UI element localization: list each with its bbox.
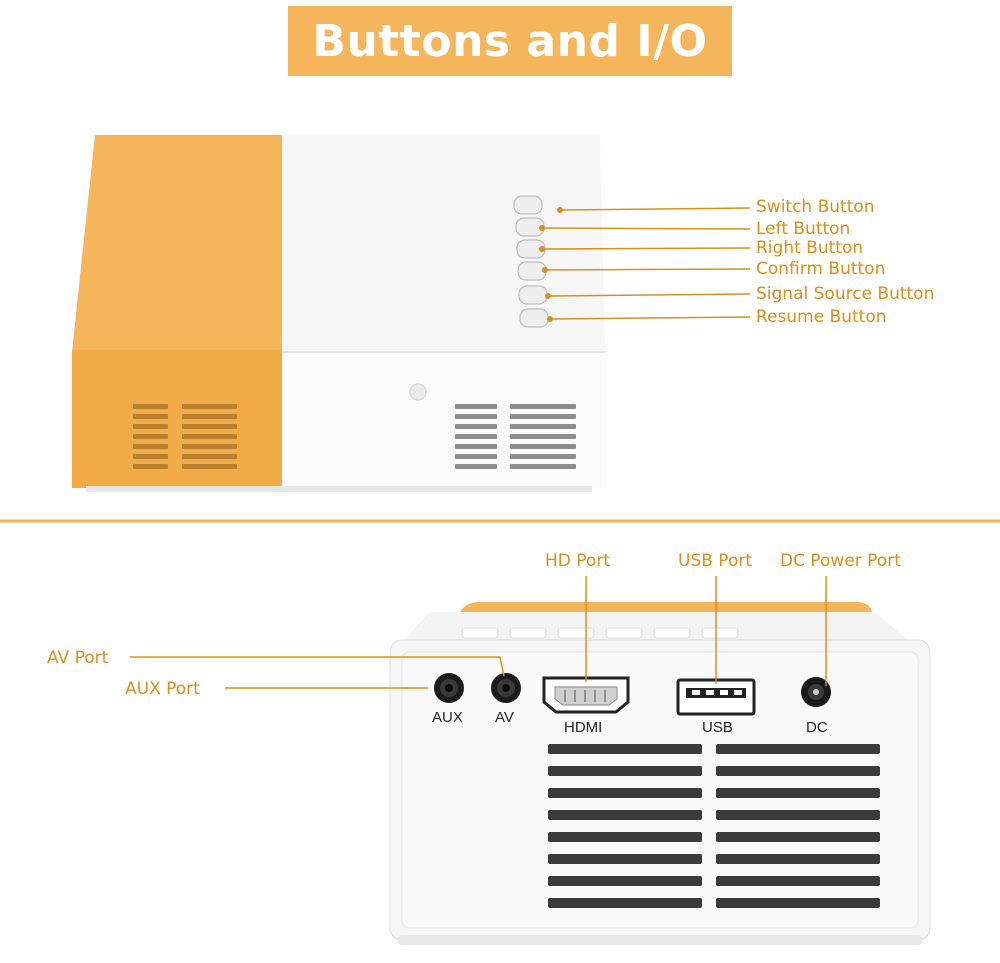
av-jack [491,673,521,703]
confirm-button-label: Confirm Button [756,259,886,279]
signal-source-button-shape [518,285,548,305]
title-banner: Buttons and I/O [288,6,732,76]
resume-button-label: Resume Button [756,307,887,327]
dc-power-port-label: DC Power Port [780,551,901,571]
aux-port-label: AUX Port [125,679,200,699]
right-button-label: Right Button [756,238,864,258]
usb-port [676,678,756,716]
hd-port-label: HD Port [545,551,610,571]
rear-vent-grille [548,744,880,908]
projector-rear-view [130,576,931,945]
dc-jack [801,677,831,707]
av-port-label: AV Port [47,648,109,668]
vent-grille-left [133,404,237,469]
left-button-label: Left Button [756,219,851,239]
usb-port-label: USB Port [678,551,753,571]
resume-button-shape [519,308,549,328]
hdmi-port [542,676,630,714]
aux-panel-label: AUX [432,709,463,726]
hdmi-panel-label: HDMI [564,719,603,736]
dc-panel-label: DC [806,719,828,736]
confirm-button-shape [517,261,547,281]
usb-panel-label: USB [702,719,733,736]
av-panel-label: AV [495,709,514,726]
switch-button-shape [513,195,543,215]
vent-grille-right [455,404,576,469]
control-buttons [513,195,549,328]
page-title: Buttons and I/O [312,15,708,67]
signal-source-button-label: Signal Source Button [756,284,935,304]
switch-button-label: Switch Button [756,197,875,217]
projector-top-view [72,135,751,492]
aux-jack [434,673,464,703]
